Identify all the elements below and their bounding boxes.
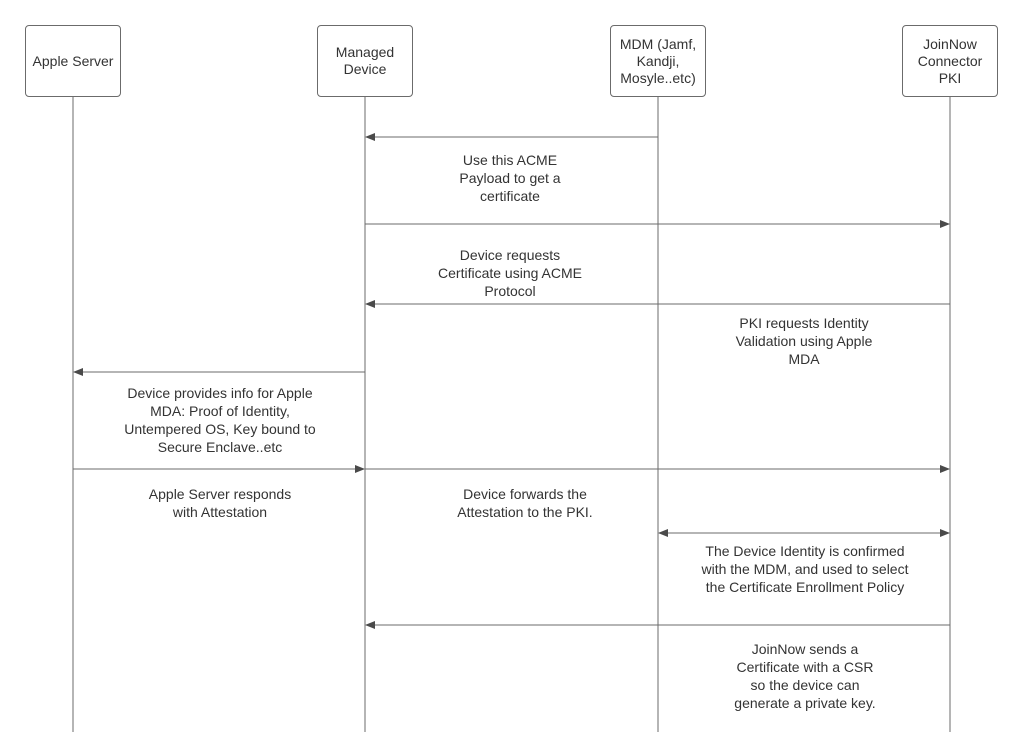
participant-managed-device: Managed Device bbox=[317, 25, 413, 97]
message-label: Device provides info for Apple MDA: Proo… bbox=[124, 385, 316, 455]
participant-label: JoinNow Connector PKI bbox=[917, 35, 983, 86]
participant-apple-server: Apple Server bbox=[25, 25, 121, 97]
participant-pki: JoinNow Connector PKI bbox=[902, 25, 998, 97]
message-label: Device requests Certificate using ACME P… bbox=[438, 247, 582, 299]
message-label: PKI requests Identity Validation using A… bbox=[735, 315, 873, 367]
participant-label: Managed Device bbox=[335, 44, 395, 77]
message-label: Device forwards the Attestation to the P… bbox=[457, 486, 593, 520]
participant-mdm: MDM (Jamf, Kandji, Mosyle..etc) bbox=[610, 25, 706, 97]
message-label: JoinNow sends a Certificate with a CSR s… bbox=[734, 641, 876, 711]
message-label: Apple Server responds with Attestation bbox=[148, 486, 292, 520]
participant-label: Apple Server bbox=[32, 52, 114, 69]
message-label: The Device Identity is confirmed with th… bbox=[701, 543, 909, 595]
message-label: Use this ACME Payload to get a certifica… bbox=[459, 152, 561, 204]
participant-label: MDM (Jamf, Kandji, Mosyle..etc) bbox=[619, 35, 697, 86]
